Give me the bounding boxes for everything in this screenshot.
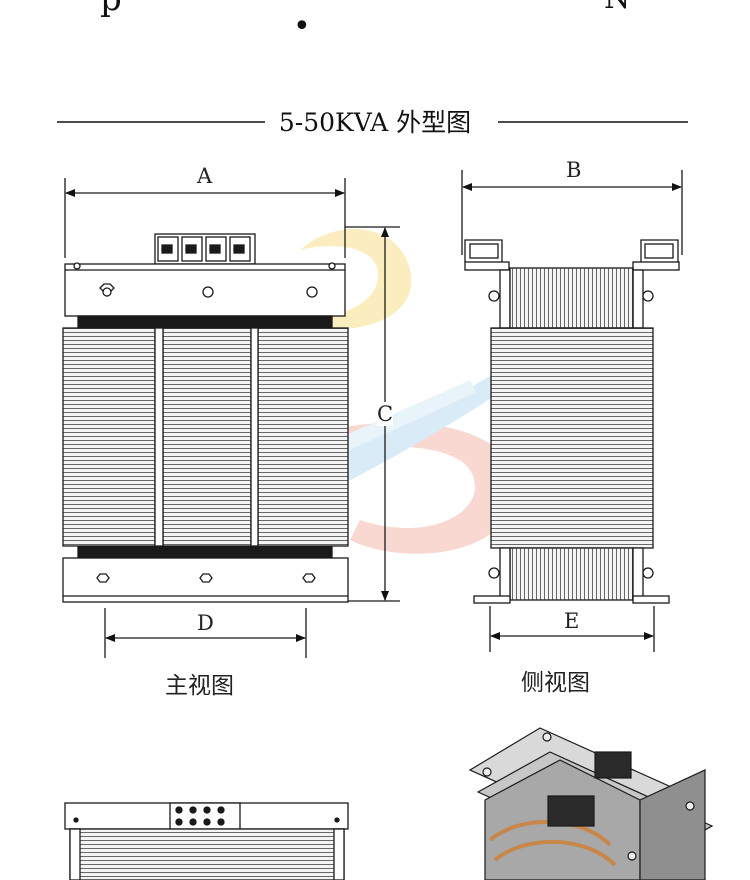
top-partial-glyph-p: p (100, 0, 122, 19)
front-view (62, 178, 400, 658)
dimension-label-d: D (197, 611, 214, 635)
side-view-caption: 侧视图 (521, 670, 590, 696)
dimension-label-a: A (197, 164, 213, 188)
page-title: 5-50KVA 外型图 (272, 108, 478, 137)
side-lower-laminations (509, 547, 634, 601)
side-top-bracket-right (632, 239, 680, 329)
bottom-top-view-partial (64, 802, 349, 880)
isometric-photo-partial (468, 727, 714, 880)
side-view (461, 170, 683, 652)
dimension-label-e: E (564, 609, 580, 633)
side-upper-laminations (509, 267, 634, 329)
side-bottom-foot-left (473, 547, 511, 604)
front-view-caption: 主视图 (165, 673, 234, 699)
front-coil-center (162, 327, 252, 547)
side-coil-body (490, 327, 654, 549)
top-partial-glyph-n: N (604, 0, 630, 16)
front-top-dark-band (77, 315, 333, 329)
front-bottom-dark-band (77, 545, 333, 559)
front-coil-right (257, 327, 349, 547)
side-top-bracket-left (464, 239, 511, 329)
dimension-label-c: C (377, 402, 394, 426)
top-partial-glyph-dot: • (293, 9, 311, 44)
dimension-label-b: B (566, 158, 582, 182)
title-wrap: 5-50KVA 外型图 (0, 103, 750, 139)
terminal-block (154, 233, 256, 265)
front-coil-left (62, 327, 156, 547)
